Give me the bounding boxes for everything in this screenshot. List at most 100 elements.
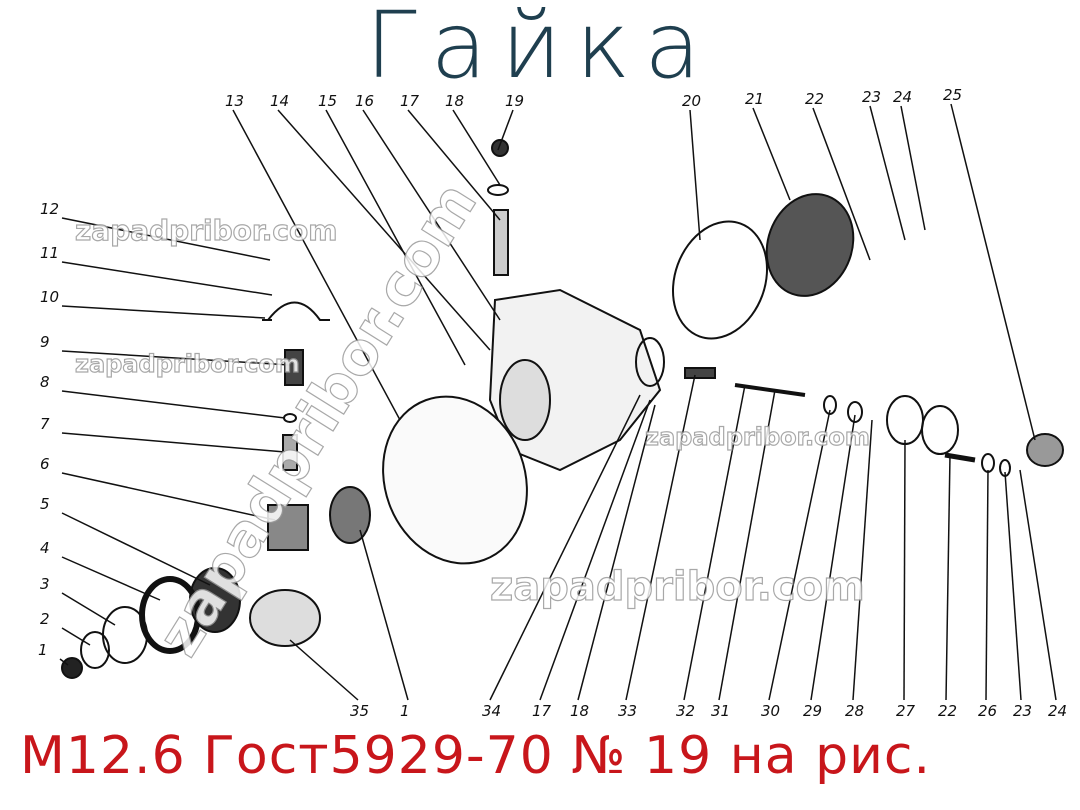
callout-bottom-28: 28 [845,702,864,720]
callout-bottom-34: 34 [482,702,501,720]
callout-left-10: 10 [40,288,59,306]
callout-left-5: 5 [40,495,50,513]
callout-top-14: 14 [270,92,289,110]
gasket-20 [671,220,769,340]
callout-bottom-29: 29 [803,702,822,720]
nut-19 [491,139,509,157]
ring-4 [139,576,201,654]
leader-line-left-2 [61,627,91,646]
callout-top-24: 24 [893,88,912,106]
callout-left-12: 12 [40,200,59,218]
callout-top-22: 22 [805,90,824,108]
leader-line-bottom-26 [985,469,989,701]
callout-left-9: 9 [40,333,50,351]
callout-top-13: 13 [225,92,244,110]
leader-line-top-13 [232,109,401,421]
leader-line-bottom-18 [577,404,656,701]
leader-line-bottom-28 [852,419,873,701]
page-title: Гайка [365,0,715,99]
leader-line-left-1 [59,658,69,666]
leader-line-top-16 [362,109,501,321]
leader-line-bottom-29 [810,414,856,701]
outlet-port [635,337,665,387]
callout-bottom-17: 17 [532,702,552,720]
callout-bottom-33: 33 [618,702,637,720]
seal-5 [189,567,241,633]
cap-25 [1026,433,1064,467]
leader-line-top-24 [900,105,926,231]
callout-top-20: 20 [682,92,701,110]
leader-line-top-20 [689,109,701,241]
leader-line-bottom-31 [718,389,776,701]
plate-27 [886,395,924,445]
callout-bottom-26: 26 [978,702,997,720]
leader-line-top-23 [869,105,906,241]
leader-line-bottom-34 [489,394,641,701]
leader-line-top-25 [950,103,1036,441]
callout-left-11: 11 [40,244,59,262]
callout-left-8: 8 [40,373,50,391]
callout-top-18: 18 [445,92,464,110]
leader-line-top-14 [277,109,491,351]
callout-top-19: 19 [505,92,524,110]
stud [493,209,509,276]
leader-line-left-5 [61,512,211,586]
callout-bottom-18: 18 [570,702,589,720]
watermark: zapadpribor.com [75,214,337,247]
leader-line-left-7 [61,432,286,453]
leader-line-top-18 [452,109,501,186]
leader-line-top-22 [812,107,871,261]
leader-line-left-12 [61,217,271,261]
ring-30 [823,395,837,415]
callout-bottom-30: 30 [761,702,780,720]
housing-bore [499,359,551,441]
shaft-32 [734,383,806,397]
leader-line-left-3 [61,592,116,626]
washer-18 [487,184,509,196]
leader-line-left-11 [61,261,273,296]
leader-line-top-21 [752,107,791,201]
ring-3 [102,606,148,664]
watermark: zapadpribor.com [490,564,865,610]
leader-line-left-6 [61,472,276,521]
cap-1 [61,657,83,679]
callout-bottom-1: 1 [400,702,410,720]
callout-bottom-24: 24 [1048,702,1067,720]
callout-top-25: 25 [943,86,962,104]
impeller-35 [249,589,321,647]
callout-bottom-27: 27 [896,702,916,720]
leader-line-left-10 [61,305,266,319]
leader-line-bottom-35 [289,639,359,701]
spring-9 [284,349,304,386]
clamp-10 [262,301,330,321]
cover-21 [765,193,855,297]
callout-top-23: 23 [862,88,881,106]
leader-line-bottom-23 [1004,471,1022,701]
leader-line-bottom-30 [768,409,831,701]
callout-left-4: 4 [40,539,50,557]
housing-flange [382,395,528,565]
leader-line-bottom-17 [539,399,651,701]
callout-top-17: 17 [400,92,420,110]
leader-line-left-4 [61,556,161,601]
callout-bottom-31: 31 [711,702,730,720]
bearing [329,486,371,544]
callout-left-2: 2 [40,610,50,628]
leader-line-top-19 [497,109,514,151]
leader-line-top-17 [407,109,501,221]
watermark: zapadpribor.com [645,423,870,451]
elbow-6 [267,504,309,551]
leader-line-bottom-22 [945,454,951,701]
callout-left-1: 1 [38,641,48,659]
plate-22 [921,405,959,455]
leader-line-bottom-32 [683,384,746,701]
leader-line-bottom-1 [359,529,409,701]
leader-line-left-9 [61,350,291,366]
callout-top-15: 15 [318,92,337,110]
leader-line-bottom-33 [625,374,696,701]
gasket-2 [80,631,110,669]
callout-top-16: 16 [355,92,374,110]
callout-bottom-32: 32 [676,702,695,720]
